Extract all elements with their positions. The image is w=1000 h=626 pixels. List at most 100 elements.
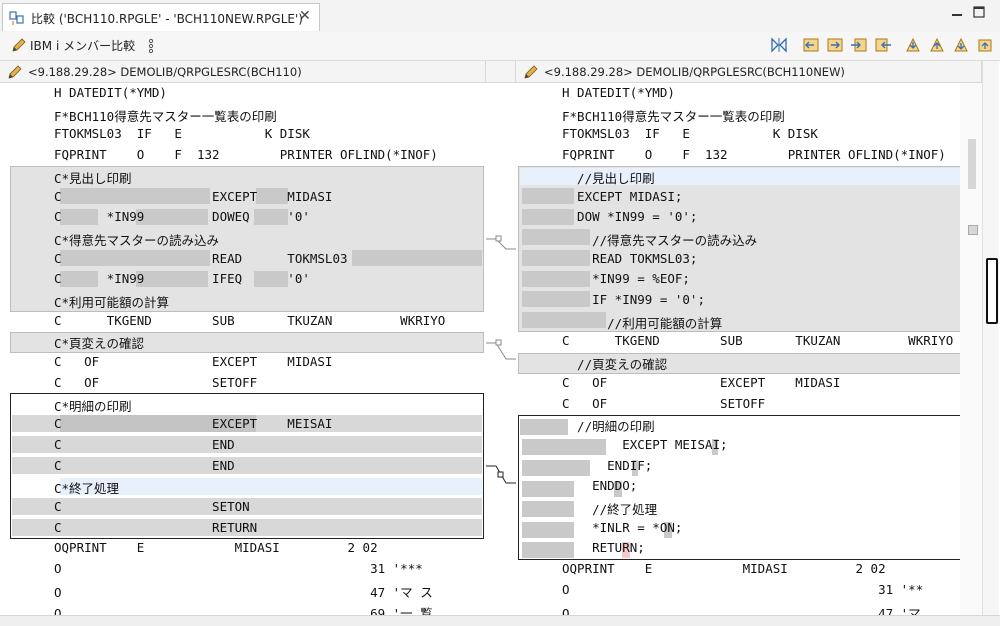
- code-text: H DATEDIT(*YMD): [54, 85, 167, 100]
- right-code-line: //得意先マスターの読み込み: [516, 228, 962, 248]
- left-code-line: C TKGEND SUB TKUZAN WKRIYO: [0, 311, 486, 331]
- next-annotation-icon[interactable]: [952, 36, 970, 54]
- code-text: C EXCEPT MEISAI: [54, 416, 333, 432]
- code-text: C*得意先マスターの読み込み: [54, 232, 220, 248]
- code-text: C SETON: [54, 499, 250, 514]
- left-code-line: O 31 '***: [0, 559, 486, 579]
- minimize-icon[interactable]: [951, 6, 963, 18]
- status-bar: [0, 615, 1000, 626]
- code-text: OQPRINT E MIDASI 2 02: [54, 540, 378, 556]
- left-code-line: C READ TOKMSL03: [0, 249, 486, 269]
- right-code-line: *INLR = *ON;: [516, 518, 962, 538]
- left-code-line: C*見出し印刷: [0, 166, 486, 186]
- code-text: DOW *IN99 = '0';: [562, 209, 698, 225]
- right-code-line: C TKGEND SUB TKUZAN WKRIYO: [516, 331, 962, 351]
- ignore-whitespace-icon[interactable]: [770, 36, 788, 54]
- code-text: C RETURN: [54, 519, 258, 535]
- tab-title: 比較 ('BCH110.RPGLE' - 'BCH110NEW.RPGLE'): [31, 12, 303, 26]
- previous-diff-icon[interactable]: [874, 36, 892, 54]
- left-code-line: C RETURN: [0, 518, 486, 538]
- code-text: IF *IN99 = '0';: [562, 292, 705, 307]
- editor-tab-bar: 比較 ('BCH110.RPGLE' - 'BCH110NEW.RPGLE') …: [0, 0, 1000, 33]
- left-code-line: FTOKMSL03 IF E K DISK: [0, 124, 486, 144]
- left-code-line: C OF SETOFF: [0, 373, 486, 393]
- code-text: *INLR = *ON;: [562, 519, 683, 535]
- pencil-icon: [12, 38, 26, 52]
- code-text: O 47 'マ: [562, 605, 921, 616]
- code-text: //頁変えの確認: [562, 357, 668, 373]
- right-code-line: EXCEPT MIDASI;: [516, 187, 962, 207]
- diff-gutter-header: [486, 61, 516, 83]
- code-text: EXCEPT MIDASI;: [562, 188, 683, 204]
- code-text: C*見出し印刷: [54, 170, 132, 186]
- code-text: //得意先マスターの読み込み: [562, 232, 758, 248]
- right-code-line: FQPRINT O F 132 PRINTER OFLIND(*INOF): [516, 145, 962, 165]
- right-code-line: READ TOKMSL03;: [516, 249, 962, 269]
- right-code-line: DOW *IN99 = '0';: [516, 207, 962, 227]
- right-code-line: O 47 'マ: [516, 601, 962, 616]
- left-code-line: C *IN99 IFEQ '0': [0, 269, 486, 289]
- compare-icon: [9, 11, 24, 25]
- next-change-icon[interactable]: [904, 36, 922, 54]
- left-code-line: C*頁変えの確認: [0, 331, 486, 351]
- left-code-line: C SETON: [0, 497, 486, 517]
- code-text: C*利用可能額の計算: [54, 295, 170, 310]
- code-text: H DATEDIT(*YMD): [562, 85, 675, 100]
- left-file-path: <9.188.29.28> DEMOLIB/QRPGLESRC(BCH110): [28, 65, 302, 79]
- right-code-line: ENDIF;: [516, 456, 962, 476]
- compare-tab[interactable]: 比較 ('BCH110.RPGLE' - 'BCH110NEW.RPGLE') …: [2, 3, 320, 31]
- code-text: READ TOKMSL03;: [562, 250, 698, 266]
- compare-title: IBM i メンバー比較: [30, 39, 136, 53]
- code-text: ENDDO;: [562, 478, 638, 494]
- right-code-line: //頁変えの確認: [516, 352, 962, 372]
- code-text: C OF EXCEPT MIDASI: [562, 374, 841, 390]
- compare-toolbar: IBM i メンバー比較: [0, 32, 1000, 61]
- code-text: FTOKMSL03 IF E K DISK: [54, 126, 310, 142]
- diff-block-1-right: [518, 166, 962, 332]
- right-code-line: O 31 '**: [516, 580, 962, 600]
- left-code-pane[interactable]: H DATEDIT(*YMD) F*BCH110得意先マスター一覧表の印刷 FTOK…: [0, 83, 486, 615]
- code-text: OQPRINT E MIDASI 2 02: [562, 561, 886, 577]
- left-code-line: C END: [0, 435, 486, 455]
- copy-right-icon[interactable]: [826, 36, 844, 54]
- right-code-line: //終了処理: [516, 497, 962, 517]
- code-text: C TKGEND SUB TKUZAN WKRIYO: [54, 312, 446, 328]
- code-text: O 31 '***: [54, 561, 423, 577]
- right-code-line: //見出し印刷: [516, 166, 962, 186]
- code-text: C*頁変えの確認: [54, 336, 145, 352]
- left-code-line: O 47 'マ ス: [0, 580, 486, 600]
- close-icon[interactable]: ✕: [299, 8, 311, 24]
- code-text: *IN99 = %EOF;: [562, 271, 690, 287]
- right-code-line: C OF EXCEPT MIDASI: [516, 373, 962, 393]
- next-diff-icon[interactable]: [850, 36, 868, 54]
- left-code-line: H DATEDIT(*YMD): [0, 83, 486, 103]
- vertical-dots-icon[interactable]: [146, 38, 156, 54]
- code-text: C OF EXCEPT MIDASI: [54, 354, 333, 370]
- code-text: C OF SETOFF: [54, 374, 258, 390]
- overview-ruler: [960, 83, 982, 615]
- left-code-line: C EXCEPT MIDASI: [0, 187, 486, 207]
- code-text: C *IN99 IFEQ '0': [54, 271, 310, 287]
- left-code-line: C*終了処理: [0, 476, 486, 496]
- vertical-scrollbar[interactable]: [982, 61, 999, 615]
- right-code-line: F*BCH110得意先マスター一覧表の印刷: [516, 104, 962, 124]
- code-text: C *IN99 DOWEQ '0': [54, 209, 310, 225]
- scrollbar-thumb[interactable]: [986, 258, 998, 324]
- right-code-line: //明細の印刷: [516, 414, 962, 434]
- previous-change-icon[interactable]: [928, 36, 946, 54]
- maximize-icon[interactable]: [973, 6, 985, 18]
- previous-annotation-icon[interactable]: [976, 36, 994, 54]
- code-text: C END: [54, 436, 235, 452]
- left-pane-header: <9.188.29.28> DEMOLIB/QRPGLESRC(BCH110): [0, 61, 486, 83]
- right-code-line: OQPRINT E MIDASI 2 02: [516, 559, 962, 579]
- code-text: O 31 '**: [562, 581, 924, 597]
- copy-left-icon[interactable]: [802, 36, 820, 54]
- code-text: //利用可能額の計算: [562, 315, 723, 331]
- left-code-line: F*BCH110得意先マスター一覧表の印刷: [0, 104, 486, 124]
- left-code-line: C END: [0, 456, 486, 476]
- code-text: C END: [54, 457, 235, 473]
- code-text: C*終了処理: [54, 481, 120, 497]
- diff-connector-gutter: [486, 235, 516, 484]
- code-text: C TKGEND SUB TKUZAN WKRIYO: [562, 333, 954, 349]
